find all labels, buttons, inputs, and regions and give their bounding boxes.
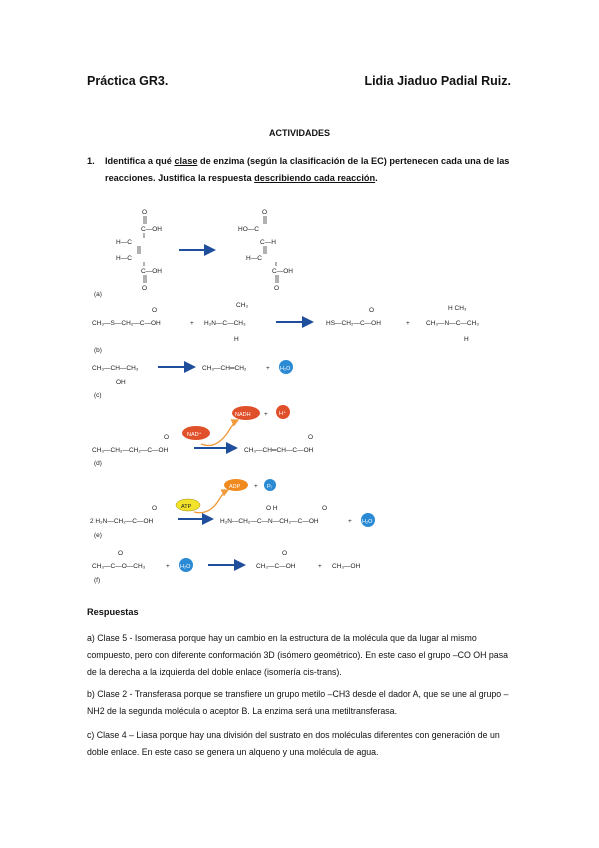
answers-heading: Respuestas bbox=[87, 607, 139, 617]
svg-text:ATP: ATP bbox=[181, 504, 192, 510]
question-underlined-class: clase bbox=[174, 156, 198, 166]
question-text-part: . bbox=[375, 173, 378, 183]
reaction-e: ATP ADP + Pᵢ 2 H₂N—CH₂—C—OH O H₂N—CH₂—C—… bbox=[90, 479, 375, 527]
svg-text:H CH₃: H CH₃ bbox=[448, 305, 467, 312]
svg-text:CH₃—S—CH₂—C—OH: CH₃—S—CH₂—C—OH bbox=[92, 320, 161, 327]
svg-text:O: O bbox=[142, 209, 147, 216]
label-f: (f) bbox=[94, 577, 100, 584]
svg-text:CH₃—CH═CH₂: CH₃—CH═CH₂ bbox=[202, 365, 247, 372]
svg-text:O: O bbox=[274, 285, 279, 292]
reactions-figure: O C—OH H—C H—C C—OH O O HO—C C—H H—C C—O… bbox=[90, 209, 479, 584]
question-text-part: de enzima (según la clasificación de la … bbox=[105, 156, 510, 183]
svg-text:+: + bbox=[166, 563, 170, 570]
svg-text:H₂N—C—CH₃: H₂N—C—CH₃ bbox=[204, 320, 246, 327]
svg-text:H₂O: H₂O bbox=[180, 564, 191, 570]
answer-b: b) Clase 2 - Transferasa porque se trans… bbox=[87, 689, 509, 716]
svg-text:HS—CH₂—C—OH: HS—CH₂—C—OH bbox=[326, 320, 381, 327]
svg-text:CH₃—OH: CH₃—OH bbox=[332, 563, 361, 570]
reaction-f: CH₃—C—O—CH₃ O + H₂O CH₃—C—OH O + CH₃—OH bbox=[92, 550, 361, 572]
svg-text:O: O bbox=[142, 285, 147, 292]
svg-text:CH₃—CH₂—CH₂—C—OH: CH₃—CH₂—CH₂—C—OH bbox=[92, 447, 169, 454]
svg-text:H—C: H—C bbox=[116, 255, 132, 262]
question-text: Identifica a qué clase de enzima (según … bbox=[105, 153, 519, 187]
reaction-a: O C—OH H—C H—C C—OH O O HO—C C—H H—C C—O… bbox=[116, 209, 293, 292]
svg-text:O: O bbox=[152, 505, 157, 512]
label-c: (c) bbox=[94, 392, 102, 399]
svg-text:C—OH: C—OH bbox=[141, 226, 162, 233]
question-number: 1. bbox=[87, 156, 95, 166]
svg-text:ADP: ADP bbox=[229, 484, 241, 490]
svg-text:H₂O: H₂O bbox=[362, 519, 373, 525]
svg-text:H⁺: H⁺ bbox=[279, 410, 286, 417]
answer-a: a) Clase 5 - Isomerasa porque hay un cam… bbox=[87, 633, 508, 677]
svg-text:H₂N—CH₂—C—N—CH₂—C—OH: H₂N—CH₂—C—N—CH₂—C—OH bbox=[220, 518, 319, 525]
svg-text:OH: OH bbox=[116, 379, 126, 386]
svg-text:O: O bbox=[262, 209, 267, 216]
svg-text:+: + bbox=[190, 320, 194, 327]
header-course: Práctica GR3. bbox=[87, 74, 169, 88]
section-title: ACTIVIDADES bbox=[268, 128, 330, 138]
svg-text:+: + bbox=[406, 320, 410, 327]
svg-text:+: + bbox=[264, 411, 268, 418]
svg-text:CH₃: CH₃ bbox=[236, 302, 248, 309]
svg-text:+: + bbox=[266, 365, 270, 372]
svg-text:CH₃—C—OH: CH₃—C—OH bbox=[256, 563, 296, 570]
svg-text:O H: O H bbox=[266, 505, 278, 512]
svg-text:H—C: H—C bbox=[246, 255, 262, 262]
svg-text:+: + bbox=[254, 483, 258, 490]
svg-text:O: O bbox=[164, 434, 169, 441]
svg-text:O: O bbox=[322, 505, 327, 512]
svg-text:C—H: C—H bbox=[260, 239, 276, 246]
reaction-b: CH₃—S—CH₂—C—OH O + H₂N—C—CH₃ CH₃ H HS—CH… bbox=[92, 302, 479, 343]
label-e: (e) bbox=[94, 532, 102, 539]
label-b: (b) bbox=[94, 347, 102, 354]
svg-text:O: O bbox=[369, 307, 374, 314]
label-d: (d) bbox=[94, 460, 102, 467]
question-1: 1. Identifica a qué clase de enzima (seg… bbox=[87, 153, 519, 187]
svg-text:CH₃—CH—CH₃: CH₃—CH—CH₃ bbox=[92, 365, 139, 372]
svg-text:+: + bbox=[318, 563, 322, 570]
question-underlined-description: describiendo cada reacción bbox=[254, 173, 376, 183]
question-text-part: Identifica a qué bbox=[105, 156, 175, 166]
reaction-d: NAD⁺ NADH + H⁺ CH₃—CH₂—CH₂—C—OH O CH₃—CH… bbox=[92, 405, 314, 454]
svg-text:H—C: H—C bbox=[116, 239, 132, 246]
svg-text:CH₃—C—O—CH₃: CH₃—C—O—CH₃ bbox=[92, 563, 146, 570]
label-a: (a) bbox=[94, 291, 102, 298]
svg-text:CH₃—CH═CH—C—OH: CH₃—CH═CH—C—OH bbox=[244, 447, 314, 454]
svg-text:2 H₂N—CH₂—C—OH: 2 H₂N—CH₂—C—OH bbox=[90, 518, 153, 525]
svg-text:O: O bbox=[282, 550, 287, 557]
svg-text:+: + bbox=[348, 518, 352, 525]
svg-text:C—OH: C—OH bbox=[272, 268, 293, 275]
svg-text:CH₃—N—C—CH₃: CH₃—N—C—CH₃ bbox=[426, 320, 479, 327]
svg-text:H: H bbox=[464, 336, 469, 343]
svg-text:C—OH: C—OH bbox=[141, 268, 162, 275]
svg-text:NADH: NADH bbox=[235, 412, 251, 418]
svg-text:H: H bbox=[234, 336, 239, 343]
svg-text:O: O bbox=[308, 434, 313, 441]
header-author: Lidia Jiaduo Padial Ruiz. bbox=[364, 74, 511, 88]
svg-text:O: O bbox=[152, 307, 157, 314]
svg-text:O: O bbox=[118, 550, 123, 557]
answer-c: c) Clase 4 – Liasa porque hay una divisi… bbox=[87, 730, 500, 757]
svg-text:HO—C: HO—C bbox=[238, 226, 259, 233]
svg-text:Pᵢ: Pᵢ bbox=[267, 484, 272, 490]
svg-text:NAD⁺: NAD⁺ bbox=[187, 431, 202, 438]
reaction-c: CH₃—CH—CH₃ OH CH₃—CH═CH₂ + H₂O bbox=[92, 360, 293, 386]
svg-text:H₂O: H₂O bbox=[280, 366, 291, 372]
